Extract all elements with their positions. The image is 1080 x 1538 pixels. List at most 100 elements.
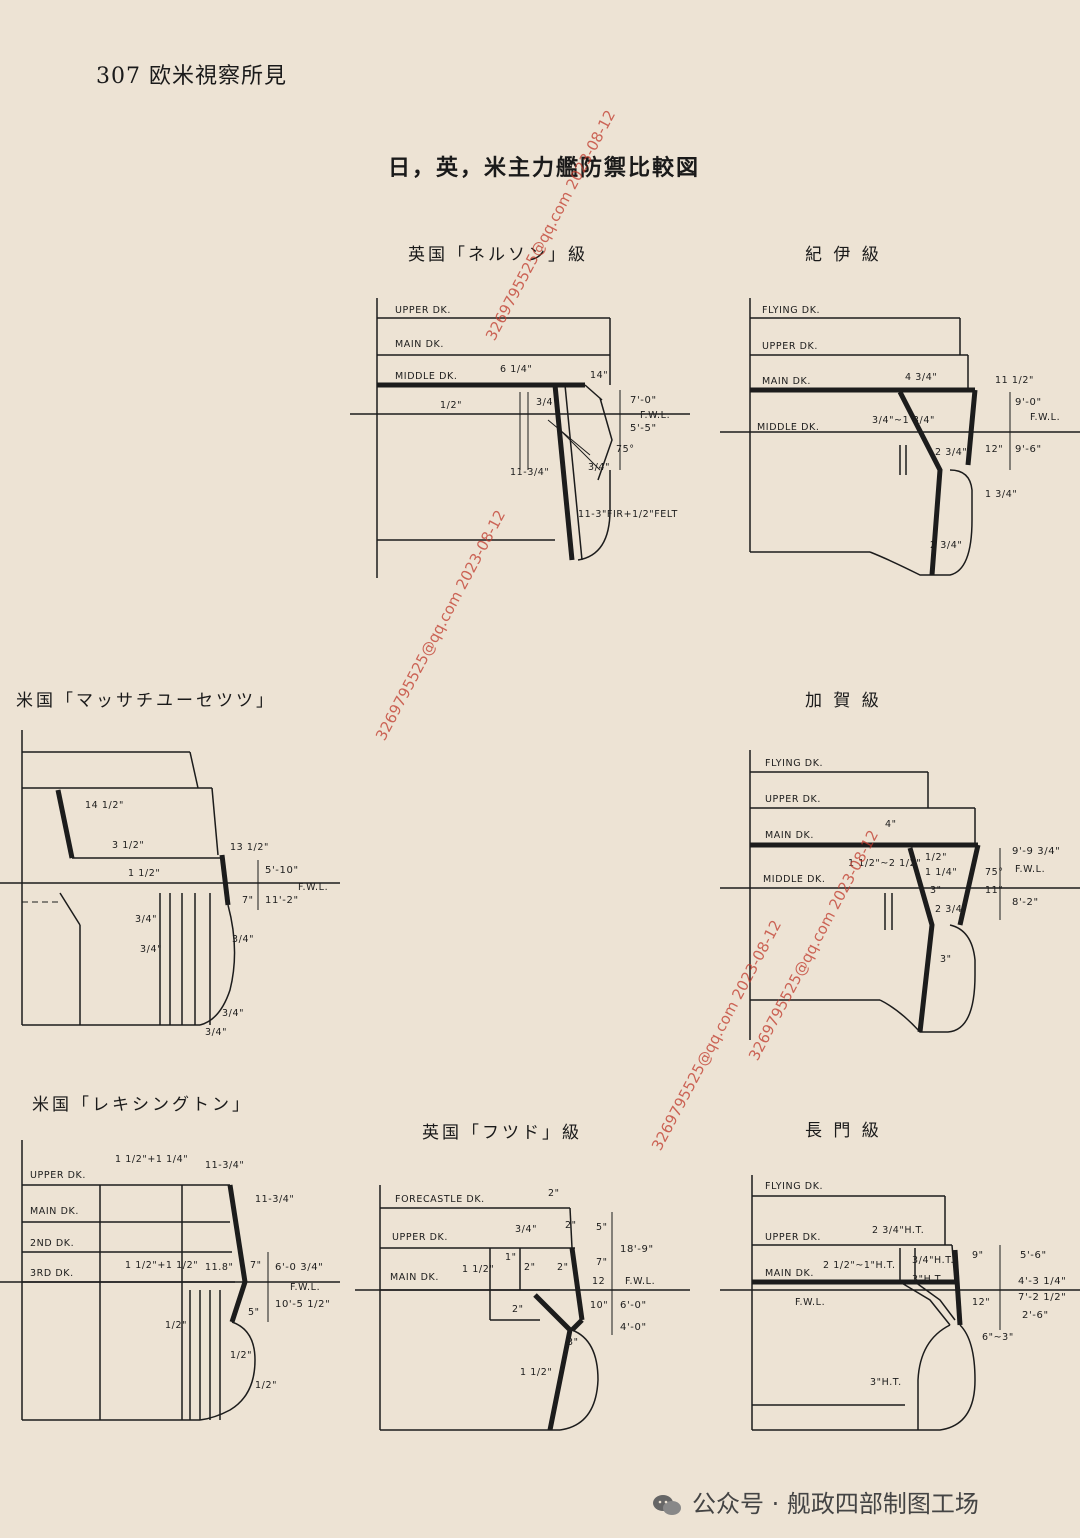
kaga-deck-main: MAIN DK. (765, 830, 814, 841)
kaga-dim-torpedo: 3" (940, 954, 952, 965)
hood-dim-2b: 2" (557, 1262, 569, 1273)
lex-dim-upper: 1 1/2"+1 1/4" (115, 1154, 188, 1165)
nagato-deck-main: MAIN DK. (765, 1268, 814, 1279)
nagato-dim-9: 9" (972, 1250, 984, 1261)
title-massachusetts: 米国「マッサチユーセツツ」 (16, 691, 276, 711)
mass-dim-below: 11'-2" (265, 895, 299, 906)
hood-dim-main: 1 1/2" (462, 1264, 494, 1275)
kii-fwl: F.W.L. (1030, 412, 1060, 423)
kii-dim-bulge: 1 3/4" (985, 489, 1017, 500)
kii-deck-middle: MIDDLE DK. (757, 422, 820, 433)
hood-dim-torpedo: 1 1/2" (520, 1367, 552, 1378)
nelson-dim-fir: 11-3"FIR+1/2"FELT (578, 509, 678, 520)
kaga-fwl: F.W.L. (1015, 864, 1045, 875)
mass-dim-a: 3/4" (135, 914, 157, 925)
nelson-dim-torpedo: 11-3/4" (510, 467, 549, 478)
lex-dim-belt: 11.8" (205, 1262, 234, 1273)
diagram-hood: FORECASTLE DK. UPPER DK. MAIN DK. 2" 2" … (355, 1185, 690, 1431)
mass-dim-belt: 13 1/2" (230, 842, 269, 853)
hood-dim-1: 1" (505, 1252, 517, 1263)
hood-dim-below2: 4'-0" (620, 1322, 647, 1333)
lex-dim-conning-b: 11-3/4" (255, 1194, 294, 1205)
diagram-nagato: FLYING DK. UPPER DK. MAIN DK. 2 3/4"H.T.… (720, 1175, 1080, 1431)
nagato-dim-below: 7'-2 1/2" (1018, 1292, 1066, 1303)
kaga-deck-middle: MIDDLE DK. (763, 874, 826, 885)
hood-deck-main: MAIN DK. (390, 1272, 439, 1283)
nagato-dim-mid: 4'-3 1/4" (1018, 1276, 1066, 1287)
nelson-deck-main: MAIN DK. (395, 339, 444, 350)
hood-dim-12: 12 (592, 1276, 605, 1287)
kii-dim-deck: 4 3/4" (905, 372, 937, 383)
title-nelson: 英国「ネルソン」級 (408, 245, 588, 265)
kii-deck-upper: UPPER DK. (762, 341, 818, 352)
nagato-dim-below2: 2'-6" (1022, 1310, 1049, 1321)
title-kaga: 加 賀 級 (805, 691, 882, 711)
nelson-dim-deck: 6 1/4" (500, 364, 532, 375)
mass-dim-lower: 1 1/2" (128, 868, 160, 879)
mass-fwl: F.W.L. (298, 882, 328, 893)
kii-dim-above: 9'-0" (1015, 397, 1042, 408)
kaga-dim-11: 11" (985, 885, 1003, 896)
lex-dim-above: 6'-0 3/4" (275, 1262, 323, 1273)
kaga-dim-lower: 1 1/2"~2 1/2" (848, 858, 921, 869)
nelson-deck-upper: UPPER DK. (395, 305, 451, 316)
mass-dim-7: 7" (242, 895, 254, 906)
nelson-dim-belt-top: 14" (590, 370, 608, 381)
hood-dim-fc: 2" (548, 1188, 560, 1199)
nagato-dim-main: 2 1/2"~1"H.T. (823, 1260, 896, 1271)
hood-dim-5: 5" (596, 1222, 608, 1233)
page-header: 307 欧米視察所見 (96, 64, 287, 89)
lex-dim-conning-a: 11-3/4" (205, 1160, 244, 1171)
lex-dim-7: 7" (250, 1260, 262, 1271)
hood-dim-2a: 2" (524, 1262, 536, 1273)
nagato-dim-12: 12" (972, 1297, 990, 1308)
kaga-dim-above: 9'-9 3/4" (1012, 846, 1060, 857)
hood-deck-forecastle: FORECASTLE DK. (395, 1194, 485, 1205)
mass-dim-deck: 3 1/2" (112, 840, 144, 851)
kaga-dim-below: 8'-2" (1012, 897, 1039, 908)
lex-deck-main: MAIN DK. (30, 1206, 79, 1217)
nelson-dim-angle: 75° (616, 444, 635, 455)
kaga-dim-deck: 4" (885, 819, 897, 830)
diagram-kaga: FLYING DK. UPPER DK. MAIN DK. MIDDLE DK.… (720, 750, 1080, 1040)
diagram-massachusetts: 14 1/2" 3 1/2" 13 1/2" 1 1/2" 5'-10" 7" … (0, 730, 340, 1038)
nelson-dim-bulk: 3/4" (536, 397, 558, 408)
nelson-dim-above: 7'-0" (630, 395, 657, 406)
kii-dim-below: 9'-6" (1015, 444, 1042, 455)
diagram-kii: FLYING DK. UPPER DK. MAIN DK. MIDDLE DK.… (720, 298, 1080, 576)
kii-dim-torpedo: 2 3/4" (930, 540, 962, 551)
hood-dim-below: 6'-0" (620, 1300, 647, 1311)
footer-account: 公众号 · 舰政四部制图工场 (652, 1484, 979, 1519)
kaga-deck-flying: FLYING DK. (765, 758, 823, 769)
hood-deck-upper: UPPER DK. (392, 1232, 448, 1243)
kaga-dim-quarter: 1 1/4" (925, 867, 957, 878)
lex-dim-5: 5" (248, 1307, 260, 1318)
lex-deck-upper: UPPER DK. (30, 1170, 86, 1181)
mass-dim-b: 3/4" (140, 944, 162, 955)
title-kii: 紀 伊 級 (805, 245, 882, 265)
mass-dim-c: 3/4" (232, 934, 254, 945)
title-nagato: 長 門 級 (805, 1121, 882, 1141)
nelson-dim-lower: 1/2" (440, 400, 462, 411)
footer-text: 公众号 · 舰政四部制图工场 (692, 1490, 979, 1518)
nelson-deck-middle: MIDDLE DK. (395, 371, 458, 382)
hood-dim-7: 7" (596, 1257, 608, 1268)
lex-dim-b: 1/2" (230, 1350, 252, 1361)
kaga-dim-3: 3" (930, 885, 942, 896)
nagato-dim-slope: 6"~3" (982, 1332, 1014, 1343)
nagato-dim-ht: 3/4"H.T. (912, 1255, 954, 1266)
hood-dim-2c: 2" (512, 1304, 524, 1315)
lex-dim-3rd: 1 1/2"+1 1/2" (125, 1260, 198, 1271)
mass-dim-e: 3/4" (205, 1027, 227, 1038)
hood-dim-10: 10" (590, 1300, 608, 1311)
kaga-deck-upper: UPPER DK. (765, 794, 821, 805)
nagato-dim-above: 5'-6" (1020, 1250, 1047, 1261)
kii-dim-12: 12" (985, 444, 1003, 455)
nelson-dim-below: 5'-5" (630, 423, 657, 434)
hood-dim-above: 18'-9" (620, 1244, 654, 1255)
kaga-dim-half: 1/2" (925, 852, 947, 863)
kaga-dim-angle: 75° (985, 867, 1004, 878)
kaga-dim-slope: 2 3/4" (935, 904, 967, 915)
kii-deck-flying: FLYING DK. (762, 305, 820, 316)
